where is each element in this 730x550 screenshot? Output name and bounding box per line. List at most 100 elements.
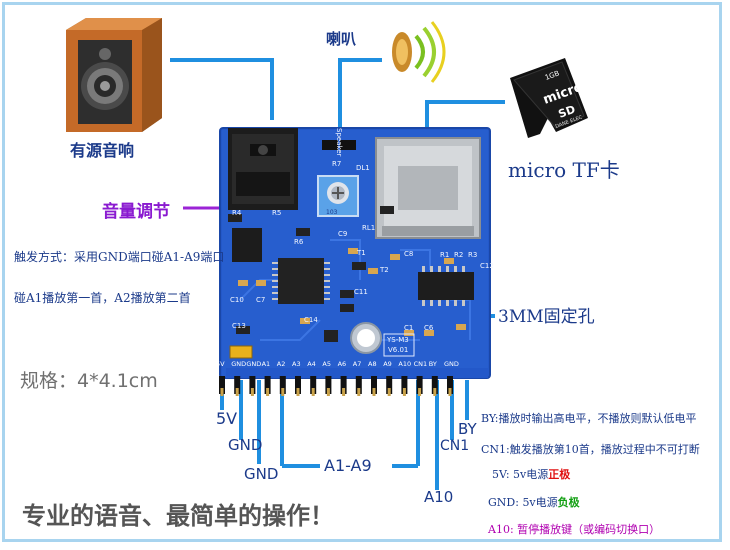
silk-c1: C1 [404,324,414,332]
pin-label: A1 [261,360,271,368]
horn-label: 喇叭 [326,30,357,48]
header-pin-tip [448,388,452,396]
silk-r3: R3 [468,251,478,259]
micro-sd-card-icon: micro SD 1GB DANE ELEC [510,58,588,138]
silk-r2: R2 [454,251,464,259]
header-pin-tip [250,388,254,396]
pin-label: A8 [368,360,377,368]
trigger-line2: 碰A1播放第一首，A2播放第二首 [14,291,191,305]
pin-label: CN1 [413,360,428,368]
note-a10: A10: 暂停播放键（或编码切换口） [488,523,661,536]
silk-c6: C6 [424,324,434,332]
silk-rl1: RL1 [362,224,376,232]
header-pin [416,376,423,394]
silk-c11: C11 [354,288,368,296]
header-pin-tip [296,388,300,396]
header-pin [431,376,438,394]
callout-gnd1: GND [228,436,263,454]
pin-label: BY [428,360,437,368]
speaker-label: 有源音响 [70,141,135,160]
header-pin [325,376,332,394]
micro-tf-label: micro TF卡 [508,158,620,182]
silk-model: YS-M3 [387,336,409,344]
header-pin-tip [281,388,285,396]
chip-main [278,258,324,304]
header-pin [355,376,362,394]
header-pin-tip [220,388,224,396]
note-cn1: CN1:触发播放第10首，播放过程中不可打断 [481,443,700,456]
silk-dl1: DL1 [356,164,370,172]
callout-cn1: CN1 [440,438,470,454]
note-5v: 5V: 5v电源正极 [492,468,571,481]
header-pin-tip [357,388,361,396]
silk-c12: C12 [480,262,494,270]
header-pin-tip [235,388,239,396]
pin-label: A3 [292,360,301,368]
pin-label: GND [231,360,247,368]
silk-version: V6.01 [388,346,409,354]
pin-label: A4 [307,360,316,368]
silk-c14: C14 [304,316,318,324]
horn-speaker-icon [392,21,446,83]
silk-speaker: Speaker [335,128,343,157]
header-pin-tip [342,388,346,396]
note-gnd: GND: 5v电源负极 [488,496,580,509]
pin-label: GND [444,360,459,368]
pot-code: 103 [326,209,338,216]
header-pin-tip [372,388,376,396]
header-pin [447,376,453,394]
pin-label: A7 [352,360,362,368]
silk-c10: C10 [230,296,244,304]
chip-amp [232,228,262,262]
silk-t1: T1 [357,249,366,257]
pin-label: GND [246,360,262,368]
header-pin [234,376,241,394]
silk-r5: R5 [272,209,282,217]
hole-label: 3MM固定孔 [498,307,595,327]
header-pin [219,376,225,394]
slogan: 专业的语音、最简单的操作！ [22,501,334,530]
pin-label: A6 [337,360,347,368]
header-pin-tip [402,388,406,396]
chip-flash [418,272,474,300]
silk-t2: T2 [380,266,389,274]
callout-by: BY [458,420,477,438]
pin-label: A9 [383,360,392,368]
silk-r4: R4 [232,209,242,217]
note-by: BY:播放时输出高电平，不播放则默认低电平 [481,412,697,425]
silk-c8: C8 [404,250,414,258]
speaker-icon [66,18,162,132]
pin-label: A2 [276,360,286,368]
callout-gnd2: GND [244,465,279,483]
speaker-callout-line [170,58,274,120]
header-pin [386,376,393,394]
image-frame [2,2,722,542]
header-pin-tip [387,388,391,396]
header-pin-tip [418,388,422,396]
header-pin [295,376,301,394]
pin-label: A5 [322,360,331,368]
trigger-line1: 触发方式：采用GND端口碰A1-A9端口 [14,250,225,264]
header-pin [264,376,271,394]
pcb-board [219,127,491,379]
pin-label: 5V [216,360,225,368]
header-pin [401,376,408,394]
volume-label: 音量调节 [102,202,170,222]
header-pin [249,376,256,394]
spec-label: 规格：4*4.1cm [20,370,158,392]
header-pin [371,376,377,394]
header-pin-tip [326,388,330,396]
silk-r6: R6 [294,238,304,246]
pin-label: A10 [398,360,412,368]
header-pin-tip [433,388,437,396]
pin-header [219,376,453,396]
horn-callout-line [338,58,382,130]
header-pin [310,376,317,394]
header-pin [340,376,347,394]
header-pin-tip [311,388,315,396]
header-pin [279,376,286,394]
silk-c9: C9 [338,230,348,238]
callout-5v: 5V [216,409,238,428]
